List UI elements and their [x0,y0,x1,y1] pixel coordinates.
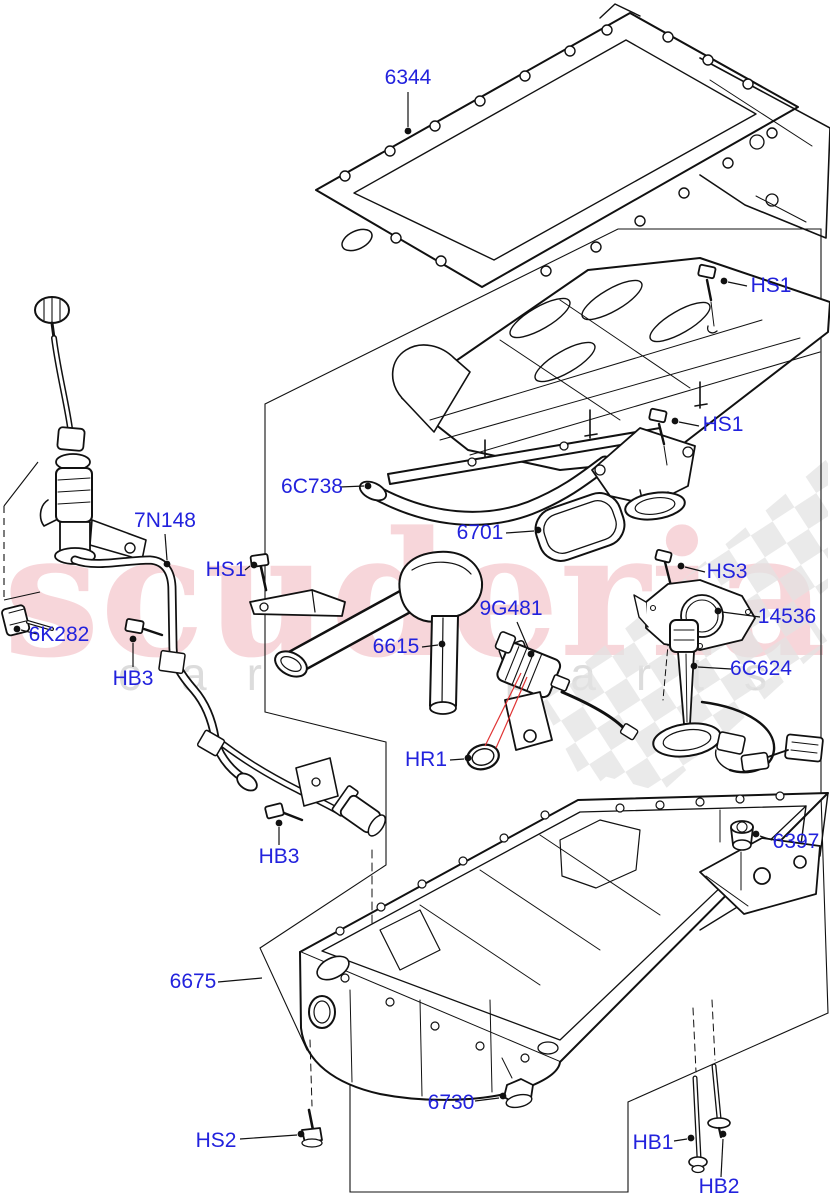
baffle-plate-drawing [391,257,830,471]
leader-dot [129,635,137,643]
bolt-hb2-drawing [707,999,731,1139]
leader-line [449,758,465,761]
callout-HS1[interactable]: HS1 [751,274,792,297]
leader-line [720,1138,724,1178]
bolt-hs2-drawing [301,1039,323,1148]
leader-dot [364,482,372,490]
callout-HS1[interactable]: HS1 [703,413,744,436]
leader-dot [714,607,722,615]
callout-HB3[interactable]: HB3 [259,845,300,868]
leader-dot [275,819,283,827]
callout-HB3[interactable]: HB3 [113,667,154,690]
leader-dot [690,662,698,670]
zone-outline [259,228,829,1193]
callout-9G481[interactable]: 9G481 [479,597,542,620]
callout-6397[interactable]: 6397 [773,830,820,853]
oil-level-sensor-6C624-drawing [652,619,824,774]
leader-line [759,835,773,841]
bolt-hs1-mid-drawing [648,407,668,466]
leader-dot [404,127,412,135]
pickup-gasket-6701-drawing [534,492,626,562]
red-leader-line [495,676,528,749]
red-leader-line [484,672,522,747]
callout-6344[interactable]: 6344 [385,66,432,89]
bolt-hs1-top-drawing [697,263,718,334]
leader-dot [527,650,535,658]
leader-line [505,530,535,534]
leader-line [673,1138,688,1142]
leader-line [721,611,761,618]
callout-14536[interactable]: 14536 [758,605,816,628]
callout-6C624[interactable]: 6C624 [730,657,792,680]
leader-line [339,485,365,488]
bolt-hb3-lower-drawing [264,802,304,822]
callout-HS3[interactable]: HS3 [707,560,748,583]
plug-6397-drawing [719,809,754,891]
callout-6675[interactable]: 6675 [170,970,217,993]
callout-7N148[interactable]: 7N148 [134,509,196,532]
leader-dot [671,417,679,425]
leader-line [678,421,700,427]
callout-6730[interactable]: 6730 [428,1091,475,1114]
leader-line [244,565,251,571]
bolt-6k282-drawing [1,604,54,637]
leader-dot [163,560,171,568]
leader-line [684,566,706,573]
leader-line [239,1134,298,1140]
leader-line [164,533,168,561]
leader-line [727,281,748,287]
tube-fitting-drawing [295,757,386,927]
leader-dot [677,562,685,570]
leader-dot [687,1134,695,1142]
oil-tube-6615-drawing [274,550,528,715]
leader-dot [297,1130,305,1138]
callout-6701[interactable]: 6701 [457,521,504,544]
callout-6C738[interactable]: 6C738 [281,475,343,498]
leader-line [516,621,530,651]
bolt-hb1-drawing [688,1007,708,1174]
leader-dot [720,277,728,285]
callout-6615[interactable]: 6615 [373,635,420,658]
leader-dot [438,640,446,648]
callout-HS1[interactable]: HS1 [206,558,247,581]
callout-HR1[interactable]: HR1 [405,748,447,771]
leader-dot [464,754,472,762]
leader-dot [719,1130,727,1138]
sensor-9G481-drawing [494,631,639,751]
leader-line [474,1097,500,1102]
callout-6K282[interactable]: 6K282 [29,623,90,646]
zone-boxes [3,228,829,1193]
leader-dot [250,561,258,569]
leader-line [421,644,439,648]
oil-pan-6675-drawing [299,791,829,1101]
small-zone-lines [3,461,41,601]
bolt-hb3-upper-drawing [124,618,164,637]
leader-dot [499,1092,507,1100]
callout-HB2[interactable]: HB2 [699,1175,740,1198]
leader-dot [752,830,760,838]
callout-HS2[interactable]: HS2 [196,1129,237,1152]
oil-pickup-tube-6C738-drawing [358,427,696,526]
dipstick-tube-7N148-drawing [34,296,344,816]
leader-dot [534,526,542,534]
drain-plug-6730-drawing [501,1057,534,1109]
leader-dot [13,625,21,633]
leader-line [217,977,263,983]
leader-line [20,629,38,635]
callout-HB1[interactable]: HB1 [633,1131,674,1154]
leader-line [697,666,732,670]
oil-pan-gasket-6344-drawing [315,3,830,288]
